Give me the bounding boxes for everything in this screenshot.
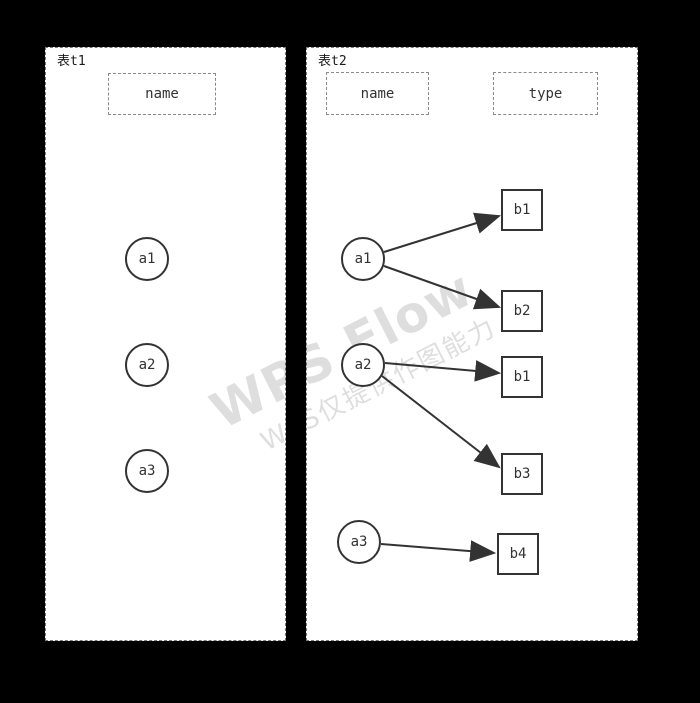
table-title-t2: 表t2 — [318, 54, 347, 69]
circle-node-t1-a2[interactable]: a2 — [125, 343, 169, 387]
edge-a1-to-b2[interactable] — [383, 265, 502, 310]
table-title-t1: 表t1 — [57, 54, 86, 69]
edge-a2-to-b1[interactable] — [384, 360, 502, 382]
square-node-t2-b4[interactable]: b4 — [497, 533, 539, 575]
edge-a2-to-b3[interactable] — [381, 375, 501, 469]
circle-node-t1-a1[interactable]: a1 — [125, 237, 169, 281]
circle-node-t2-a3[interactable]: a3 — [337, 520, 381, 564]
field-t2-name[interactable]: name — [326, 72, 429, 115]
field-t2-type[interactable]: type — [493, 72, 598, 115]
square-node-t2-b1[interactable]: b1 — [501, 356, 543, 398]
table-panel-t1[interactable]: 表t1 — [45, 47, 286, 641]
square-node-t2-b3[interactable]: b3 — [501, 453, 543, 495]
edge-a3-to-b4[interactable] — [380, 540, 497, 562]
square-node-t2-b1[interactable]: b1 — [501, 189, 543, 231]
edge-a1-to-b1[interactable] — [383, 212, 502, 253]
circle-node-t2-a2[interactable]: a2 — [341, 343, 385, 387]
field-t1-name[interactable]: name — [108, 73, 216, 115]
circle-node-t2-a1[interactable]: a1 — [341, 237, 385, 281]
circle-node-t1-a3[interactable]: a3 — [125, 449, 169, 493]
square-node-t2-b2[interactable]: b2 — [501, 290, 543, 332]
